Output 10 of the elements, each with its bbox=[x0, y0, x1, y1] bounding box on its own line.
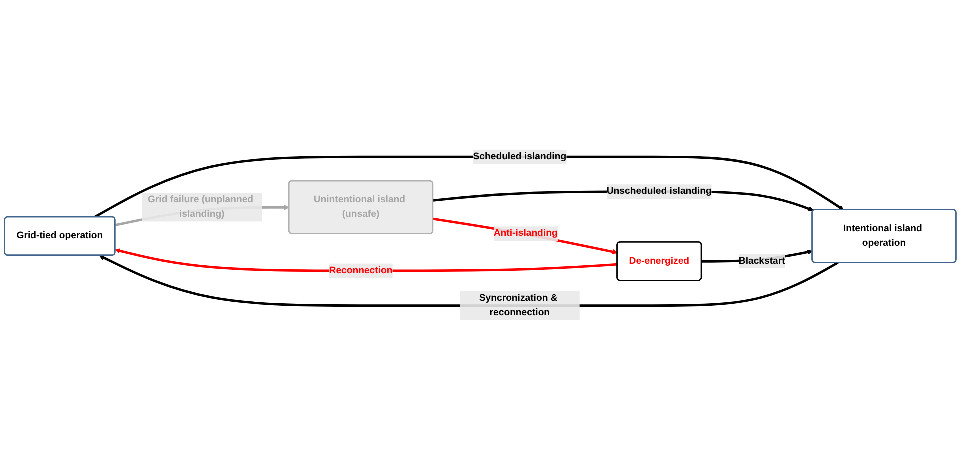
edge-label: Scheduled islanding bbox=[473, 152, 567, 162]
arrow bbox=[94, 156, 844, 218]
edge-label: Unscheduled islanding bbox=[606, 186, 712, 197]
edge-label: Syncronization & reconnection bbox=[479, 293, 558, 318]
arrow bbox=[433, 218, 618, 255]
arrow bbox=[99, 255, 839, 307]
edge-label: Reconnection bbox=[329, 266, 393, 276]
edge-label: Grid failure (unplanned islanding) bbox=[148, 194, 254, 220]
edge-label: Anti-islanding bbox=[494, 228, 558, 239]
edge-label: Blackstart bbox=[738, 256, 786, 266]
